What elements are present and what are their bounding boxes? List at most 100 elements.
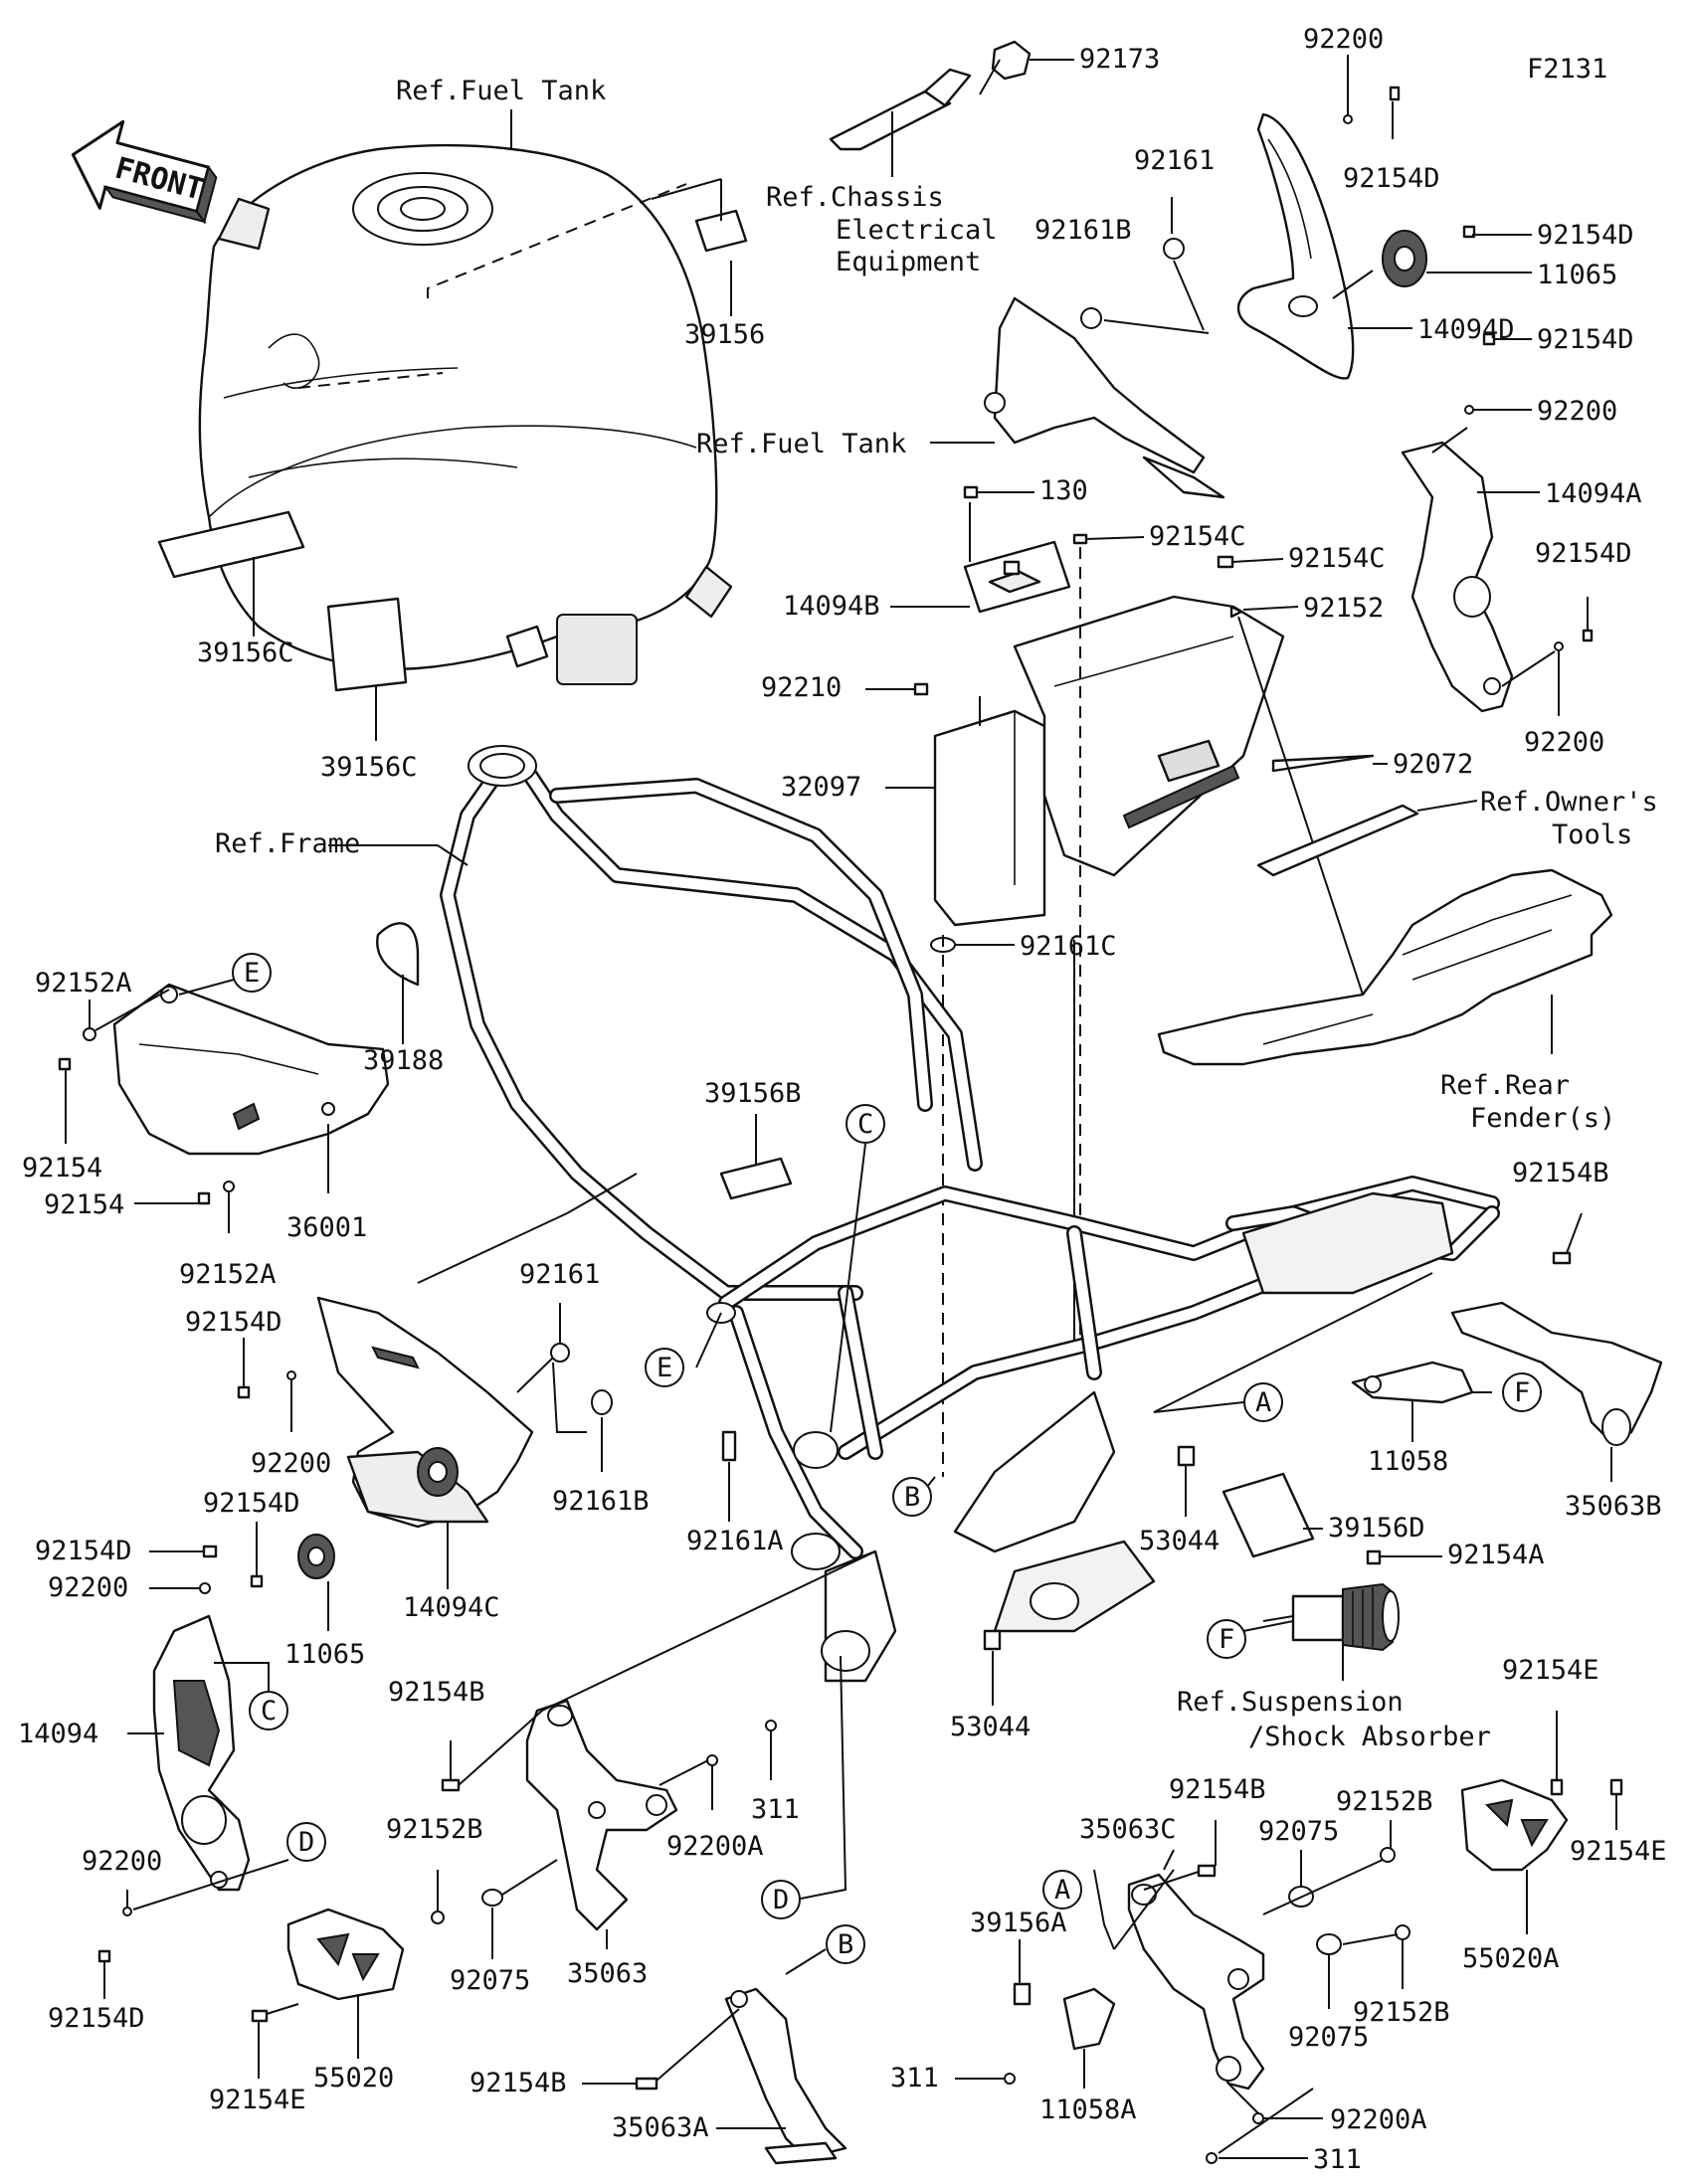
leader-92152 [1242,606,1299,611]
bolt-130 [963,485,979,499]
nut-311-mid [765,1720,777,1731]
label-ref-fuel-tank-top: Ref.Fuel Tank [396,76,606,106]
label-130: 130 [1039,475,1088,506]
leader-92152-fender [1237,616,1364,996]
label-92154D-l4: 92154D [48,2003,145,2034]
label-36001: 36001 [286,1212,367,1243]
callout-B-bottom: B [826,1924,865,1964]
label-35063: 35063 [567,1958,648,1989]
label-92154-a: 92154 [22,1153,102,1183]
clip-92152 [1229,605,1243,619]
label-39156C-b: 39156C [320,752,418,783]
label-311-mid: 311 [751,1794,800,1825]
leader-92154B-l [458,1710,543,1786]
washer-92200-r2 [1464,405,1474,415]
washer-92200A-b [1252,2112,1264,2124]
bolt-92154B-l [441,1778,461,1792]
label-92200A-b: 92200A [1330,2104,1427,2135]
heel-guard-55020-drawing [286,1908,405,2001]
label-92154E-r2: 92154E [1570,1836,1667,1867]
leader-A-bottom-b [1113,1869,1175,1950]
washer-92200-l3 [122,1907,132,1916]
leader-92154C-b [1231,558,1284,563]
bolt-92154B-b [635,2077,658,2091]
label-92200-r3: 92200 [1524,727,1604,758]
label-92152: 92152 [1303,593,1384,624]
bolt-92154C-a [1072,533,1088,545]
label-ref-susp-1: Ref.Suspension [1177,1687,1404,1718]
leader-35063-frame [541,1550,876,1712]
rubber-11065-left [297,1534,335,1579]
label-92200-top: 92200 [1303,24,1384,55]
part-39156C-b [326,597,408,692]
callout-C-left: C [249,1691,288,1730]
trim-cover-drawing [984,296,1225,499]
label-92210: 92210 [761,672,842,703]
label-32097: 32097 [781,772,861,803]
leader-C-left [214,1662,270,1691]
label-92154C-b: 92154C [1288,543,1386,574]
label-92154B-l: 92154B [388,1677,485,1708]
bolt-92154B-r [1552,1251,1572,1265]
heel-guard-55020A-drawing [1460,1778,1569,1872]
svg-text:F: F [1219,1624,1234,1655]
label-92075-r2: 92075 [1288,2022,1369,2053]
label-39156C-a: 39156C [197,637,294,668]
label-92200-l3: 92200 [82,1846,162,1877]
leader-14094A-b [1431,427,1468,454]
bolt-92154D-r1 [1462,225,1476,239]
bolt-92154E-r2 [1609,1778,1623,1796]
rear-fender-drawing [1157,868,1613,1066]
label-92154B-r: 92154B [1512,1158,1609,1188]
collar-53044-b [983,1629,1002,1651]
leader-92075-l-b [501,1859,558,1896]
washer-92200-l2 [199,1582,211,1594]
footpeg-35063C-drawing [1127,1873,1265,2091]
part-39156C-a [157,510,305,579]
svg-text:C: C [857,1109,873,1140]
leader-92173-b [979,59,1001,95]
label-53044-b: 53044 [950,1712,1031,1742]
label-14094B: 14094B [783,591,880,622]
cover-14094C-drawing [316,1296,534,1529]
label-92200-l2: 92200 [48,1572,128,1603]
label-92154D-r1: 92154D [1537,220,1634,251]
leader-cover-frame-b [566,1173,638,1214]
label-39156B: 39156B [704,1078,802,1109]
leader-footpeg-bottom [1218,2083,1314,2154]
callout-A-frame: A [1243,1382,1283,1422]
svg-text:D: D [298,1827,314,1858]
label-311-b: 311 [890,2063,939,2093]
svg-text:D: D [773,1885,789,1915]
label-35063C: 35063C [1079,1814,1177,1845]
frame-drawing [440,745,1500,1683]
label-92154E-r1: 92154E [1502,1655,1599,1686]
washer-92200-top [1343,114,1353,124]
bolt-92154-b [197,1191,211,1205]
collar-92075-r2 [1316,1933,1342,1955]
label-ref-fender-2: Fender(s) [1470,1103,1615,1134]
svg-text:E: E [657,1353,672,1383]
fuel-tank-drawing [198,143,733,685]
label-92161-top: 92161 [1134,145,1215,176]
leader-cover-frame [417,1212,568,1284]
callout-F-frame: F [1502,1372,1542,1412]
cover-14094-drawing [152,1614,251,1892]
label-39188: 39188 [363,1045,444,1076]
leader-E-frame [695,1312,722,1368]
label-ref-susp-2: /Shock Absorber [1248,1722,1491,1752]
grommet-92161-mid [550,1343,570,1363]
leader-92161B [1103,319,1210,334]
sticker-39188 [376,922,420,987]
label-92154D-l3: 92154D [35,1536,132,1566]
label-14094C: 14094C [403,1592,500,1623]
label-14094: 14094 [18,1719,98,1749]
leader-11065-b [1332,270,1374,299]
label-92200-r2: 92200 [1537,396,1617,427]
grommet-92161B [1080,307,1102,329]
label-92200-l1: 92200 [251,1448,331,1479]
collar-92075-l [481,1889,503,1907]
bolt-92154D-top [1389,86,1401,101]
svg-text:E: E [244,958,260,989]
